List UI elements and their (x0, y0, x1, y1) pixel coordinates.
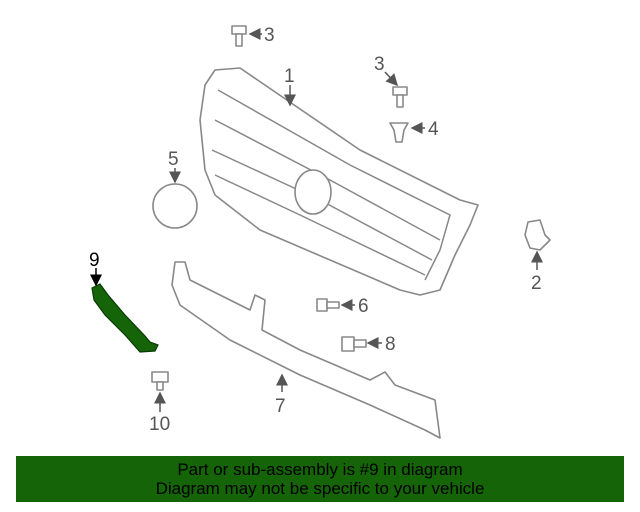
bolt-part-3-top[interactable] (231, 25, 247, 47)
callout-2: 2 (531, 273, 542, 294)
grille-part-1[interactable] (199, 67, 479, 296)
screw-part-6[interactable] (316, 298, 340, 312)
callout-1: 1 (284, 66, 295, 87)
callout-8: 8 (385, 334, 396, 355)
callout-10: 10 (149, 414, 170, 435)
bolt-part-8[interactable] (341, 336, 367, 352)
callout-4: 4 (428, 119, 439, 140)
support-part-7[interactable] (171, 261, 441, 439)
emblem-part-5[interactable] (152, 183, 198, 229)
clip-part-2[interactable] (524, 219, 551, 251)
clip-part-4[interactable] (389, 122, 409, 143)
callout-5: 5 (168, 149, 179, 170)
bolt-part-10[interactable] (151, 371, 169, 391)
callout-7: 7 (275, 396, 286, 417)
banner-line-1: Part or sub-assembly is #9 in diagram (177, 460, 463, 479)
bolt-part-3-right[interactable] (392, 86, 408, 108)
callout-6: 6 (358, 296, 369, 317)
info-banner: Part or sub-assembly is #9 in diagram Di… (16, 456, 624, 502)
callout-9: 9 (89, 250, 100, 271)
parts-diagram: 1 2 3 3 4 5 6 7 8 9 10 (89, 25, 551, 439)
bracket-part-9[interactable] (91, 283, 159, 353)
banner-line-2: Diagram may not be specific to your vehi… (155, 479, 485, 498)
callout-3-right: 3 (374, 54, 385, 75)
callout-3-top: 3 (264, 25, 275, 46)
